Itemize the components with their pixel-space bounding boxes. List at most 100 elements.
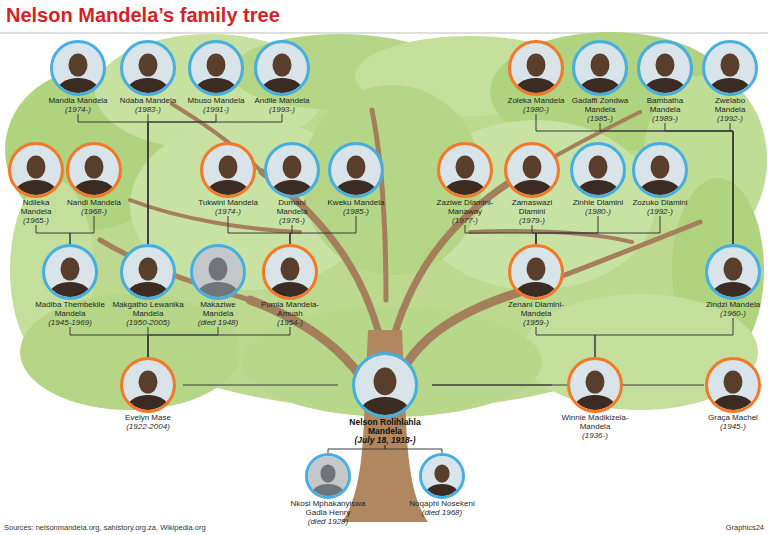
portrait-ring	[122, 42, 175, 95]
person-name: Bambatha Mandela	[635, 96, 695, 114]
portrait-photo	[190, 244, 246, 300]
portrait-ring	[122, 359, 175, 412]
person-name: Ndaba Mandela	[118, 96, 178, 105]
person-node: Zoleka Mandela(1980-)	[506, 40, 566, 114]
portrait-photo	[262, 244, 318, 300]
portrait-figure	[705, 357, 761, 413]
portrait-ring	[192, 246, 245, 299]
life-dates: (1945-1969)	[34, 318, 106, 327]
portrait-figure	[66, 142, 122, 198]
person-node: Nandi Mandela(1968-)	[66, 142, 122, 216]
portrait-photo	[200, 142, 256, 198]
person-node: Madiba Thembekile Mandela(1945-1969)	[34, 244, 106, 327]
person-node: Evelyn Mase(1922-2004)	[113, 357, 183, 431]
person-node: Tukwini Mandela(1974-)	[198, 142, 258, 216]
portrait-figure	[437, 142, 493, 198]
person-name: Zaziwe Dlamini-Manaway	[431, 198, 499, 216]
portrait-photo	[705, 357, 761, 413]
portrait-head	[456, 156, 475, 179]
portrait-photo	[572, 40, 628, 96]
portrait-photo	[254, 40, 310, 96]
life-dates: (1985-)	[326, 207, 386, 216]
life-dates: (1960-)	[705, 309, 761, 318]
portrait-photo	[504, 142, 560, 198]
portrait-figure	[508, 244, 564, 300]
family-line	[36, 225, 70, 244]
life-dates: (1976-)	[262, 216, 322, 225]
person-name: Makgatho Lewanika Mandela	[112, 300, 184, 318]
portrait-head	[586, 371, 605, 394]
person-node: Andile Mandela(1993-)	[252, 40, 312, 114]
portrait-ring	[354, 354, 417, 417]
portrait-photo	[437, 142, 493, 198]
portrait-photo	[305, 453, 351, 499]
portrait-figure	[120, 40, 176, 96]
portrait-ring	[634, 144, 687, 197]
tree-branches	[100, 104, 700, 440]
portrait-figure	[705, 244, 761, 300]
portrait-head	[61, 258, 80, 281]
family-line	[465, 225, 536, 244]
portrait-head	[434, 464, 449, 482]
portrait-figure	[8, 142, 64, 198]
portrait-ring	[266, 144, 319, 197]
portrait-figure	[637, 40, 693, 96]
life-dates: (died 1928)	[285, 517, 371, 526]
portrait-photo	[637, 40, 693, 96]
portrait-ring	[202, 144, 255, 197]
portrait-head	[27, 156, 46, 179]
person-name: Zwelabo Mandela	[700, 96, 760, 114]
family-line	[70, 327, 148, 357]
portrait-figure	[305, 453, 351, 499]
portrait-photo	[8, 142, 64, 198]
person-name: Zozuko Dlamini	[630, 198, 690, 207]
portrait-ring	[707, 359, 760, 412]
life-dates: (1950-2005)	[112, 318, 184, 327]
portrait-head	[724, 258, 743, 281]
portrait-photo	[120, 357, 176, 413]
portrait-ring	[569, 359, 622, 412]
person-node: Makaziwe Mandela(died 1948)	[187, 244, 249, 327]
portrait-head	[527, 54, 546, 77]
portrait-figure	[190, 244, 246, 300]
portrait-photo	[42, 244, 98, 300]
portrait-head	[281, 258, 300, 281]
branch	[390, 182, 510, 350]
family-line	[536, 327, 595, 357]
portrait-figure	[50, 40, 106, 96]
portrait-photo	[567, 357, 623, 413]
portrait-figure	[419, 453, 465, 499]
portrait-ring	[439, 144, 492, 197]
portrait-photo	[120, 40, 176, 96]
family-line	[730, 123, 733, 244]
portrait-figure	[328, 142, 384, 198]
portrait-ring	[421, 455, 464, 498]
portrait-figure	[702, 40, 758, 96]
title-rule	[0, 33, 768, 34]
portrait-photo	[632, 142, 688, 198]
portrait-head	[283, 156, 302, 179]
tree-canopy	[5, 32, 767, 417]
portrait-ring	[330, 144, 383, 197]
chart-title: Nelson Mandela’s family tree	[6, 3, 280, 27]
person-node: Ndileka Mandela(1965-)	[7, 142, 65, 225]
person-name: Zenani Dlamini-Mandela	[498, 300, 574, 318]
portrait-shoulders	[360, 397, 411, 418]
credit-label: Graphics24	[726, 523, 764, 532]
portrait-figure	[570, 142, 626, 198]
portrait-photo	[419, 453, 465, 499]
person-node: Ndaba Mandela(1983-)	[118, 40, 178, 114]
life-dates: (1989-)	[635, 114, 695, 123]
portrait-head	[589, 156, 608, 179]
portrait-photo	[508, 244, 564, 300]
portrait-head	[347, 156, 366, 179]
person-node: Zozuko Dlamini(1992-)	[630, 142, 690, 216]
branch	[262, 172, 385, 360]
person-name: Makaziwe Mandela	[187, 300, 249, 318]
person-name: Gadaffi Zondwa Mandela	[569, 96, 631, 114]
portrait-ring	[68, 144, 121, 197]
person-name: Zamaswazi Dlamini	[502, 198, 562, 216]
portrait-photo	[66, 142, 122, 198]
